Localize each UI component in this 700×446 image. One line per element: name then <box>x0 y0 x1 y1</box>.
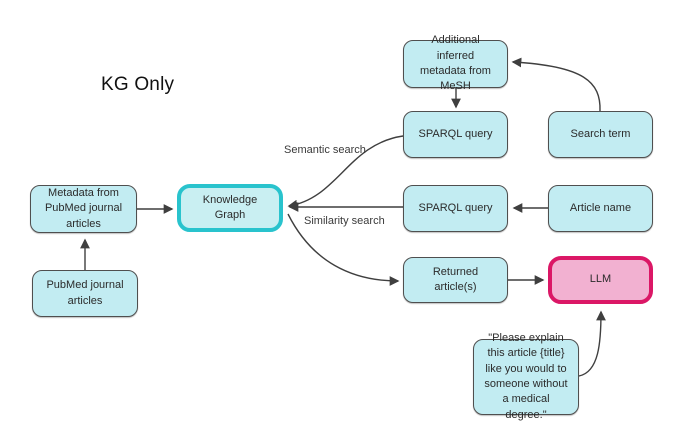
node-sparql-query-similarity: SPARQL query <box>403 185 508 232</box>
node-returned-articles: Returned article(s) <box>403 257 508 303</box>
node-knowledge-graph: Knowledge Graph <box>177 184 283 232</box>
edge-sparql-semantic-to-kg <box>287 135 404 210</box>
edge-kg-to-returned <box>287 213 400 286</box>
diagram-title: KG Only <box>101 74 175 95</box>
node-article-name: Article name <box>548 185 653 232</box>
node-llm: LLM <box>548 256 653 304</box>
node-additional-inferred-metadata-mesh: Additional inferred metadata from MeSH <box>403 34 508 92</box>
node-prompt-quote: "Please explain this article {title} lik… <box>473 332 579 421</box>
node-sparql-query-semantic: SPARQL query <box>403 111 508 158</box>
node-pubmed-journal-articles: PubMed journal articles <box>32 270 138 317</box>
edge-searchterm-to-mesh <box>511 57 601 112</box>
edge-label-semantic-search: Semantic search <box>284 144 366 156</box>
node-metadata-from-pubmed: Metadata from PubMed journal articles <box>30 185 137 233</box>
edge-label-similarity-search: Similarity search <box>304 215 385 227</box>
node-search-term: Search term <box>548 111 653 158</box>
edge-prompt-to-llm <box>578 310 606 377</box>
